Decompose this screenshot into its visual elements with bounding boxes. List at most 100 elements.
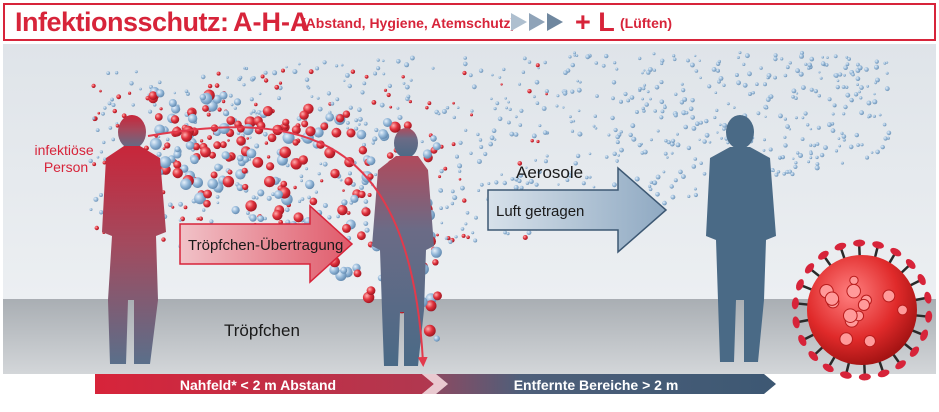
aerosol-particle (382, 59, 385, 63)
aerosol-particle (525, 166, 528, 169)
aerosol-particle (812, 143, 817, 148)
virus-spike-tip (917, 274, 926, 286)
aerosol-transport-arrow (487, 166, 668, 254)
aerosol-particle (497, 116, 503, 122)
aerosol-particle (299, 174, 304, 179)
floor (3, 299, 936, 374)
droplet-particle (171, 205, 175, 209)
aerosol-particle (794, 96, 798, 100)
aerosol-particle (507, 100, 510, 104)
aerosol-particle (592, 185, 596, 189)
droplet-particle (350, 69, 356, 74)
aerosol-particle (631, 136, 637, 142)
aerosol-particle (671, 138, 676, 143)
aerosol-particle (866, 84, 870, 88)
aerosol-particle (325, 112, 335, 122)
aerosol-particle (215, 195, 220, 199)
droplet-particle (148, 91, 158, 100)
aerosol-particle (699, 120, 703, 125)
aerosol-particle (242, 156, 250, 163)
droplet-particle (358, 146, 368, 155)
aerosol-particle (801, 85, 806, 90)
aerosol-particle (402, 82, 406, 85)
aerosol-particle (483, 151, 488, 157)
aerosol-particle (809, 127, 813, 131)
aerosol-particle (788, 61, 792, 65)
aerosol-particle (463, 56, 468, 60)
aerosol-particle (305, 167, 309, 171)
droplet-particle (320, 179, 324, 183)
droplet-particle (386, 92, 391, 98)
droplet-particle (320, 122, 329, 131)
aerosol-particle (801, 116, 805, 120)
droplet-particle (527, 89, 532, 94)
aerosol-particle (845, 85, 849, 90)
aerosol-particle (363, 199, 369, 204)
aerosol-particle (102, 140, 106, 145)
aerosol-particle (254, 112, 258, 115)
aerosol-particle (886, 130, 892, 136)
header-l-detail: (Lüften) (620, 15, 673, 31)
aerosol-particle (842, 112, 846, 116)
aerosol-particle (373, 71, 378, 76)
aerosol-particle (843, 104, 848, 110)
droplet-particle (97, 111, 101, 115)
aerosol-particle (315, 66, 320, 71)
aerosol-particle (680, 82, 684, 86)
aerosol-particle (672, 54, 676, 58)
aerosol-particle (641, 97, 644, 101)
aerosol-particle (99, 210, 104, 215)
aerosol-particle (168, 202, 173, 208)
aerosol-particle (833, 73, 839, 78)
aerosol-particle (366, 156, 376, 166)
aerosol-particle (803, 111, 808, 116)
aerosol-particle (537, 169, 542, 175)
aerosol-particle (628, 132, 633, 138)
aerosol-particle (139, 87, 142, 91)
aerosol-particle (646, 90, 650, 94)
aerosol-particle (379, 102, 385, 108)
virus-spike-tip (791, 297, 799, 310)
virus-surface-protein (882, 289, 896, 303)
aerosol-particle (794, 116, 798, 120)
aerosol-particle (272, 70, 278, 76)
aerosol-particle (503, 230, 507, 235)
aerosol-particle (795, 68, 800, 74)
aerosol-particle (378, 129, 389, 140)
droplet-particle (425, 106, 429, 110)
aerosol-particle (277, 96, 281, 101)
aerosol-particle (848, 144, 854, 150)
droplet-particle (386, 152, 394, 159)
droplet-particle (293, 212, 304, 223)
aerosol-particle (815, 155, 819, 160)
aerosol-particle (688, 106, 694, 112)
aerosol-particle (830, 128, 836, 133)
aerosol-particle (382, 118, 392, 127)
droplet-particle (274, 84, 280, 90)
aerosol-particle (445, 205, 449, 209)
droplet-transmission-label: Tröpfchen-Übertragung (188, 236, 343, 254)
aerosol-particle (354, 118, 359, 123)
aerosol-particle (88, 158, 93, 164)
aerosol-particle (643, 83, 647, 87)
droplet-particle (214, 83, 220, 88)
droplet-particle (200, 146, 211, 158)
aerosol-particle (556, 94, 560, 98)
aerosol-particle (819, 152, 825, 158)
aerosol-particle (858, 90, 861, 94)
aerosol-particle (674, 92, 678, 97)
droplet-particle (389, 121, 401, 133)
aerosol-particle (673, 178, 678, 183)
aerosol-particle (581, 181, 586, 186)
droplet-particle (423, 324, 436, 337)
aerosol-particle (223, 110, 230, 117)
aerosols-label: Aerosole (516, 163, 583, 182)
aerosol-particle (883, 61, 887, 65)
droplet-particle (371, 100, 377, 105)
aerosol-particle (679, 100, 685, 105)
droplet-particle (366, 286, 376, 295)
aerosol-particle (809, 87, 814, 92)
aerosol-particle (131, 103, 135, 107)
aerosol-particle (670, 194, 676, 200)
